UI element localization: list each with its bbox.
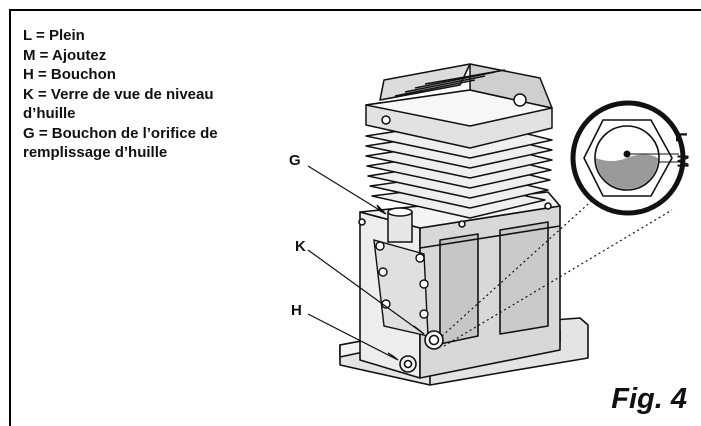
leader-h — [307, 313, 399, 361]
side-cover — [373, 239, 429, 337]
sight-glass-detail — [570, 100, 686, 216]
leader-k — [307, 249, 425, 335]
frame-top-rule — [9, 9, 701, 11]
callout-g: G — [289, 152, 301, 169]
callout-k: K — [295, 238, 306, 255]
legend-line-g: G = Bouchon de l’orifice de — [23, 124, 218, 142]
legend: L = Plein M = Ajoutez H = Bouchon K = Ve… — [23, 26, 283, 163]
legend-line-g-cont: remplissage d’huille — [23, 144, 168, 161]
callout-h: H — [291, 302, 302, 319]
leader-g — [307, 165, 387, 215]
legend-line-m: M = Ajoutez — [23, 46, 107, 64]
legend-line-k: K = Verre de vue de niveau — [23, 85, 214, 103]
oil-fill-plug — [387, 207, 413, 243]
figure-label: Fig. 4 — [611, 383, 687, 415]
leader-lines — [307, 165, 673, 361]
legend-line-k-cont: d’huille — [23, 105, 76, 122]
cylinder-head — [365, 63, 553, 149]
frame-left-rule — [9, 9, 11, 426]
drain-plug — [399, 355, 417, 373]
dotted-guide-2 — [443, 209, 673, 347]
callout-l: L — [671, 132, 689, 142]
sight-glass — [424, 330, 444, 350]
callout-m: M — [673, 154, 691, 168]
legend-line-h: H = Bouchon — [23, 66, 116, 83]
legend-line-l: L = Plein — [23, 27, 85, 44]
